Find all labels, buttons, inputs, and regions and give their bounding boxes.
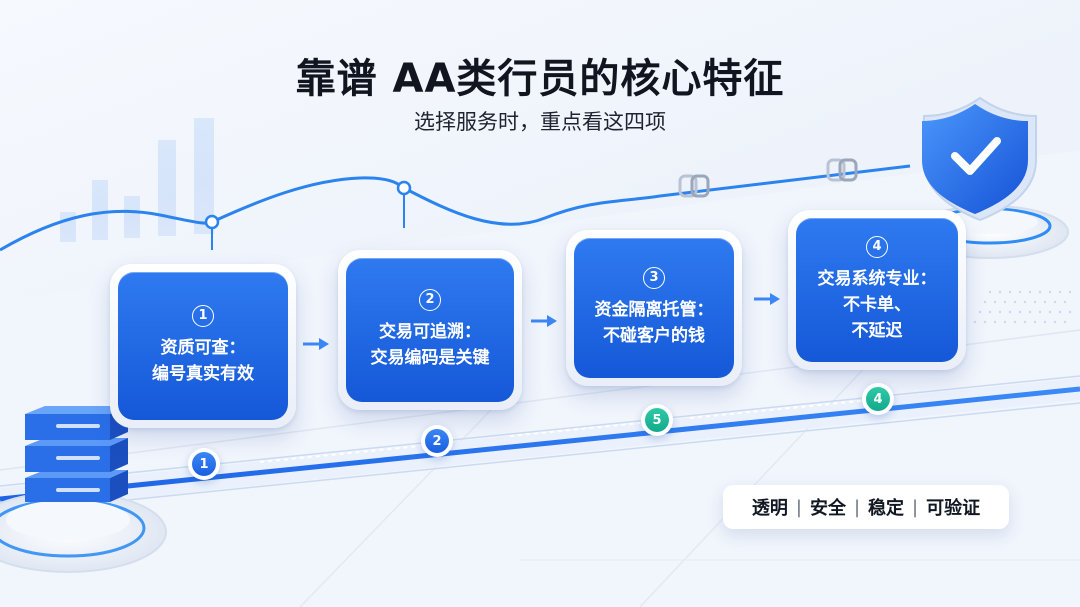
step-title: 交易系统专业： <box>817 269 937 289</box>
server-stack-icon <box>0 406 167 573</box>
step-title: 资质可查： <box>160 338 246 358</box>
step-detail: 交易编码是关键 <box>370 348 490 368</box>
step-number: 3 <box>643 267 665 289</box>
page-subtitle: 选择服务时，重点看这四项 <box>414 110 666 134</box>
track-marker: 2 <box>421 425 453 457</box>
step-card-face: 3 资金隔离托管： 不碰客户的钱 <box>574 238 734 378</box>
track-marker-label: 1 <box>192 452 216 476</box>
step-detail: 不延迟 <box>851 321 903 341</box>
track-marker: 5 <box>641 404 673 436</box>
step-title: 交易可追溯： <box>379 322 481 342</box>
step-card-face: 2 交易可追溯： 交易编码是关键 <box>346 258 514 402</box>
tag-transparent: 透明 <box>751 498 788 519</box>
tag-safe: 安全 <box>809 498 846 519</box>
step-card-face: 4 交易系统专业： 不卡单、 不延迟 <box>796 218 958 362</box>
track-marker-label: 2 <box>425 429 449 453</box>
page-title: 靠谱 AA类行员的核心特征 <box>295 56 785 102</box>
step-card-1: 1 资质可查： 编号真实有效 <box>110 264 296 428</box>
chain-link-icon <box>826 158 858 182</box>
arrow-right-icon <box>303 338 329 350</box>
step-detail: 不卡单、 <box>843 295 911 315</box>
tag-separator: | <box>912 496 919 518</box>
chain-link-icon <box>678 174 710 198</box>
track-marker: 1 <box>188 448 220 480</box>
step-title: 资金隔离托管： <box>594 300 714 320</box>
trend-line <box>0 164 911 252</box>
step-number: 1 <box>192 305 214 327</box>
step-card-4: 4 交易系统专业： 不卡单、 不延迟 <box>788 210 966 370</box>
tag-verifiable: 可验证 <box>926 498 981 519</box>
tag-stable: 稳定 <box>868 498 905 519</box>
arrow-right-icon <box>531 315 557 327</box>
track-marker: 4 <box>862 383 894 415</box>
dot-pattern <box>973 290 1072 324</box>
step-card-face: 1 资质可查： 编号真实有效 <box>118 272 288 420</box>
arrow-right-icon <box>754 293 780 305</box>
track-marker-label: 4 <box>866 387 890 411</box>
step-number: 2 <box>419 289 441 311</box>
trend-node <box>396 180 412 196</box>
step-card-2: 2 交易可追溯： 交易编码是关键 <box>338 250 522 410</box>
trend-node <box>204 214 220 230</box>
tag-separator: | <box>795 496 802 518</box>
track-marker-label: 5 <box>645 408 669 432</box>
step-detail: 不碰客户的钱 <box>603 326 705 346</box>
bar-chart-icon <box>60 118 214 242</box>
step-number: 4 <box>866 236 888 258</box>
tag-separator: | <box>853 496 861 518</box>
step-card-3: 3 资金隔离托管： 不碰客户的钱 <box>566 230 742 386</box>
feature-tags: 透明 | 安全 | 稳定 | 可验证 <box>723 485 1009 529</box>
step-detail: 编号真实有效 <box>152 364 254 384</box>
